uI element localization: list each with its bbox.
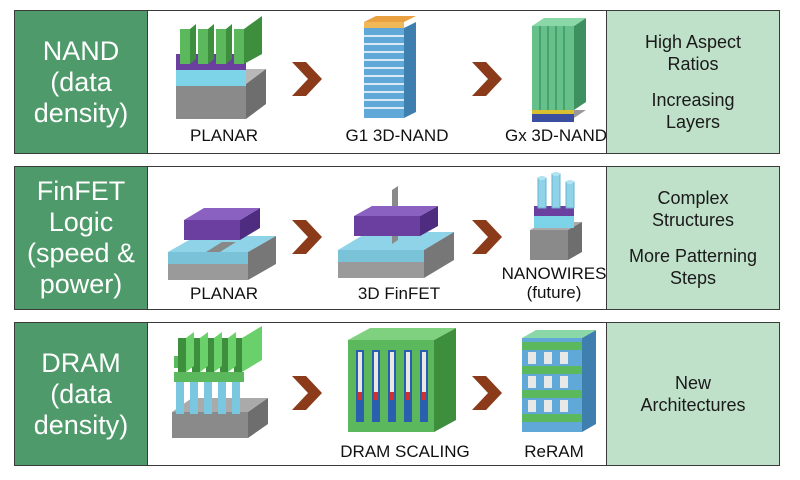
category-label-nand: NAND (data density)	[14, 10, 148, 154]
stage-label: ReRAM	[524, 442, 584, 461]
stage-label: PLANAR	[189, 126, 259, 145]
arrow-icon	[472, 62, 502, 96]
gx-3d-nand-illustration	[532, 18, 586, 122]
note-text: More Patterning Steps	[628, 246, 758, 288]
stage-label: NANOWIRES (future)	[501, 264, 607, 302]
notes-panel: Complex Structures More Patterning Steps	[606, 166, 780, 310]
arrow-icon	[292, 62, 322, 96]
g1-3d-nand-illustration	[364, 16, 416, 118]
planar-transistor-illustration	[168, 208, 276, 280]
nanowires-illustration	[530, 172, 582, 260]
notes-panel: High Aspect Ratios Increasing Layers	[606, 10, 780, 154]
dram-cell-illustration	[172, 326, 268, 438]
notes-panel: New Architectures	[606, 322, 780, 466]
arrow-icon	[292, 220, 322, 254]
category-label-dram: DRAM (data density)	[14, 322, 148, 466]
note-text: High Aspect Ratios	[644, 32, 742, 74]
stage-label: G1 3D-NAND	[345, 126, 449, 145]
dram-row: DRAM (data density)	[14, 322, 780, 466]
note-text: Complex Structures	[651, 188, 735, 230]
arrow-icon	[292, 376, 322, 410]
stage-label: DRAM SCALING	[340, 442, 470, 461]
category-label-finfet: FinFET Logic (speed & power)	[14, 166, 148, 310]
note-text: New Architectures	[640, 373, 746, 415]
finfet-illustration	[338, 186, 454, 278]
stage-label: Gx 3D-NAND	[504, 126, 607, 145]
reram-illustration	[522, 330, 596, 432]
nand-row: NAND (data density) PLANAR	[14, 10, 780, 154]
arrow-icon	[472, 376, 502, 410]
planar-nand-illustration	[176, 16, 266, 119]
note-text: Increasing Layers	[651, 90, 735, 132]
stage-label: PLANAR	[189, 284, 259, 303]
dram-scaling-illustration	[348, 328, 456, 432]
arrow-icon	[472, 220, 502, 254]
finfet-row: FinFET Logic (speed & power) PLANAR 3D F…	[14, 166, 780, 310]
stage-label: 3D FinFET	[357, 284, 441, 303]
